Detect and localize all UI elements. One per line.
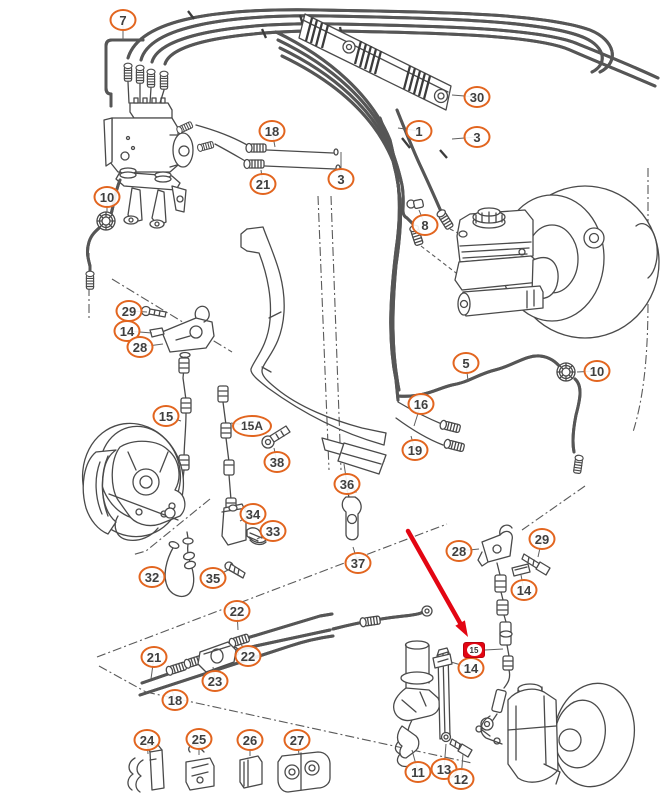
callout-34[interactable]: 34 [239,503,267,525]
callout-11[interactable]: 11 [404,761,432,783]
washer-13 [440,731,452,743]
callout-12[interactable]: 12 [447,768,475,790]
bolt-29-right [521,553,551,576]
callout-5[interactable]: 5 [452,352,480,374]
fluid-reservoir [456,207,534,263]
callout-3[interactable]: 3 [463,126,491,148]
bottom-brake-pipes [138,605,433,697]
brake-lines-1-3 [378,108,463,277]
highlighted-callout-label: 15 [466,644,482,656]
suspension-strut [392,640,441,749]
brake-hose-32 [164,531,197,598]
callout-8[interactable]: 8 [411,214,439,236]
master-cylinder [454,255,559,317]
callout-25[interactable]: 25 [185,728,213,750]
callout-29[interactable]: 29 [115,300,143,322]
callout-30[interactable]: 30 [463,86,491,108]
highlighted-callout-15[interactable]: 15 [463,642,485,658]
callout-27[interactable]: 27 [283,729,311,751]
clip-26 [239,755,263,789]
callout-32[interactable]: 32 [138,566,166,588]
hose-bracket-tall [432,647,453,740]
red-arrow-shaft [405,528,464,628]
highlight-leader [484,648,504,651]
callout-29[interactable]: 29 [528,528,556,550]
callout-23[interactable]: 23 [201,670,229,692]
brake-hose-15 [175,351,192,506]
spring-clip-14-left [149,327,165,338]
hose-bracket-left-28 [140,305,215,353]
brake-hose-rear-right [475,562,514,737]
clip-24 [127,744,165,793]
clip-14-right [511,563,531,577]
callout-22[interactable]: 22 [234,645,262,667]
callout-16[interactable]: 16 [407,393,435,415]
brake-line-unions-18-21 [195,124,341,172]
callout-3[interactable]: 3 [327,168,355,190]
red-arrow-head [455,620,468,637]
callout-24[interactable]: 24 [133,729,161,751]
callout-38[interactable]: 38 [263,451,291,473]
abs-hydraulic-unit [103,62,215,229]
callout-10[interactable]: 10 [583,360,611,382]
highlight-arrow-group [405,528,504,651]
brake-pipe-7 [104,38,145,108]
union-23 [197,641,237,673]
callout-22[interactable]: 22 [223,600,251,622]
callout-33[interactable]: 33 [259,520,287,542]
clip-25 [185,744,215,791]
retaining-plate-30 [298,13,452,111]
callout-15A[interactable]: 15A [232,415,272,437]
bolt-35 [224,561,246,579]
callout-18[interactable]: 18 [258,120,286,142]
callout-14[interactable]: 14 [510,579,538,601]
callout-7[interactable]: 7 [109,9,137,31]
front-brake-assembly-right [480,682,636,788]
brake-pipe-bundle-top [126,8,660,88]
callout-10[interactable]: 10 [93,186,121,208]
callout-21[interactable]: 21 [249,173,277,195]
callout-37[interactable]: 37 [344,552,372,574]
clip-8 [406,198,425,210]
callout-35[interactable]: 35 [199,567,227,589]
callout-18[interactable]: 18 [161,689,189,711]
front-brake-assembly-left [81,422,186,542]
clip-33 [246,527,267,546]
bolt-38 [261,425,291,449]
callout-15[interactable]: 15 [152,405,180,427]
callout-19[interactable]: 19 [401,439,429,461]
clip-27 [277,751,331,793]
brake-pipe-bundle-diagonal [274,30,448,402]
callout-14[interactable]: 14 [457,657,485,679]
callout-1[interactable]: 1 [405,120,433,142]
callout-21[interactable]: 21 [140,646,168,668]
callout-26[interactable]: 26 [236,729,264,751]
brake-pipe-5 [396,354,585,475]
callout-36[interactable]: 36 [333,473,361,495]
hose-bracket-right-28 [477,524,513,567]
callout-28[interactable]: 28 [445,540,473,562]
body-bracket-band [240,226,387,446]
brake-hose-15A [217,385,238,541]
callout-28[interactable]: 28 [126,336,154,358]
brake-lines-16-19 [395,401,466,453]
section-boundary-lines [88,168,649,764]
bolt-12 [449,738,473,758]
bracket-36 [321,437,387,475]
